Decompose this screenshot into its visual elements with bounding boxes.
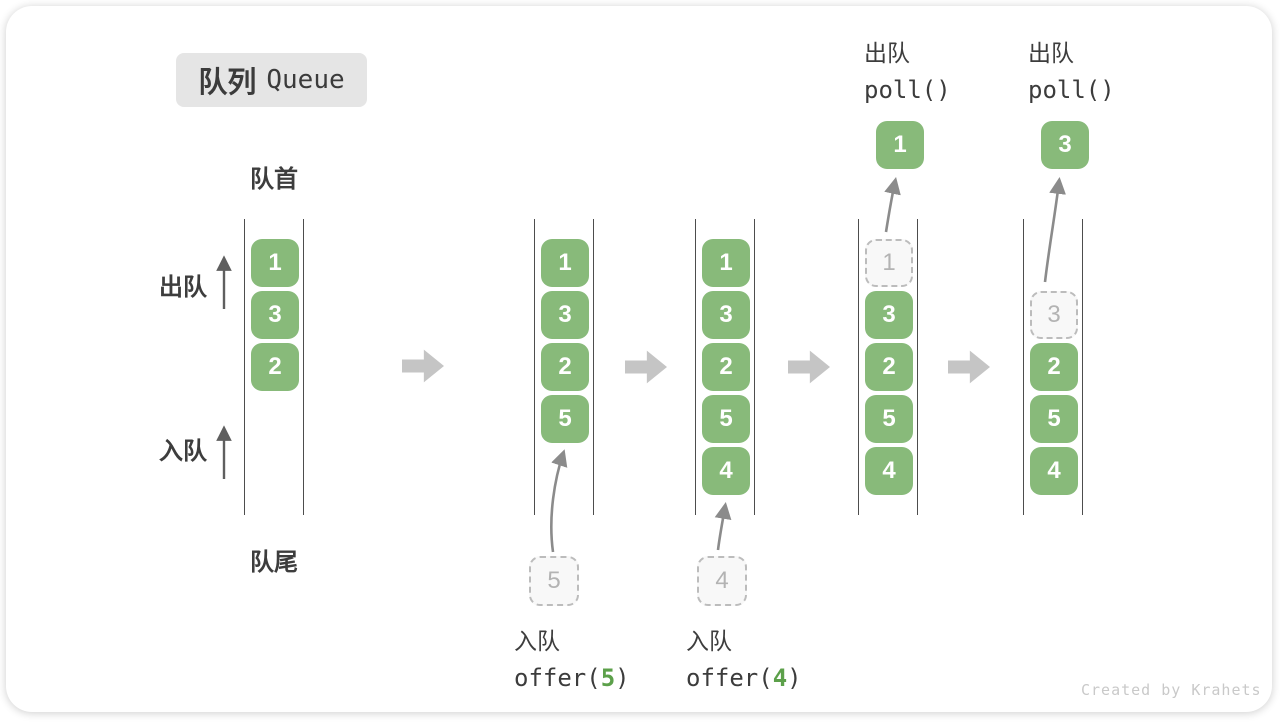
operation-offer5: 入队 offer(5) bbox=[514, 622, 630, 692]
code-text: offer( bbox=[514, 664, 601, 692]
transition-arrow-icon bbox=[788, 350, 830, 384]
queue-item: 5 bbox=[1030, 395, 1078, 443]
operation-code: poll() bbox=[864, 76, 951, 104]
operation-code: poll() bbox=[1028, 76, 1115, 104]
queue-column-1: 1 3 2 bbox=[244, 219, 304, 515]
queue-item: 4 bbox=[1030, 447, 1078, 495]
operation-code: offer(4) bbox=[686, 664, 802, 692]
queue-item: 5 bbox=[541, 395, 589, 443]
popped-item: 3 bbox=[1041, 121, 1089, 169]
removed-item: 1 bbox=[865, 239, 913, 287]
queue-item: 1 bbox=[251, 239, 299, 287]
transition-arrow-icon bbox=[625, 350, 667, 384]
queue-item: 2 bbox=[251, 343, 299, 391]
popped-item: 1 bbox=[876, 121, 924, 169]
label-dequeue: 出队 bbox=[159, 274, 207, 301]
queue-item: 2 bbox=[702, 343, 750, 391]
code-text: ) bbox=[615, 664, 630, 692]
queue-column-4: 1 3 2 5 4 bbox=[858, 219, 918, 515]
queue-item: 1 bbox=[702, 239, 750, 287]
label-queue-rear: 队尾 bbox=[250, 549, 298, 576]
queue-item: 4 bbox=[865, 447, 913, 495]
operation-code: offer(5) bbox=[514, 664, 630, 692]
queue-item: 2 bbox=[1030, 343, 1078, 391]
code-argument: 5 bbox=[600, 664, 616, 692]
queue-column-2: 1 3 2 5 bbox=[534, 219, 594, 515]
queue-column-5: 3 2 5 4 bbox=[1023, 219, 1083, 515]
removed-item: 3 bbox=[1030, 291, 1078, 339]
code-text: offer( bbox=[686, 664, 773, 692]
transition-arrow-icon bbox=[402, 349, 444, 383]
title-badge: 队列 Queue bbox=[176, 53, 367, 107]
watermark: Created by Krahets bbox=[1081, 681, 1262, 699]
code-argument: 4 bbox=[772, 664, 788, 692]
title-zh: 队列 bbox=[198, 67, 257, 99]
queue-item: 1 bbox=[541, 239, 589, 287]
title-en: Queue bbox=[266, 65, 345, 95]
operation-label: 出队 bbox=[864, 40, 910, 66]
queue-item: 5 bbox=[865, 395, 913, 443]
queue-item: 3 bbox=[865, 291, 913, 339]
pending-item: 5 bbox=[529, 556, 579, 606]
operation-label: 入队 bbox=[686, 628, 732, 654]
operation-poll-2: 出队 poll() bbox=[1028, 34, 1115, 104]
label-queue-front: 队首 bbox=[250, 166, 298, 193]
queue-column-3: 1 3 2 5 4 bbox=[695, 219, 755, 515]
label-enqueue: 入队 bbox=[159, 438, 207, 465]
diagram-card: 队列 Queue 队首 队尾 出队 入队 1 3 2 1 3 2 5 5 1 3… bbox=[6, 6, 1272, 712]
operation-label: 出队 bbox=[1028, 40, 1074, 66]
queue-item: 2 bbox=[541, 343, 589, 391]
operation-offer4: 入队 offer(4) bbox=[686, 622, 802, 692]
queue-item: 3 bbox=[702, 291, 750, 339]
operation-label: 入队 bbox=[514, 628, 560, 654]
queue-item: 5 bbox=[702, 395, 750, 443]
code-text: ) bbox=[787, 664, 802, 692]
transition-arrow-icon bbox=[948, 350, 990, 384]
queue-item: 4 bbox=[702, 447, 750, 495]
queue-item: 3 bbox=[541, 291, 589, 339]
queue-item: 2 bbox=[865, 343, 913, 391]
queue-item: 3 bbox=[251, 291, 299, 339]
operation-poll-1: 出队 poll() bbox=[864, 34, 951, 104]
pending-item: 4 bbox=[697, 556, 747, 606]
